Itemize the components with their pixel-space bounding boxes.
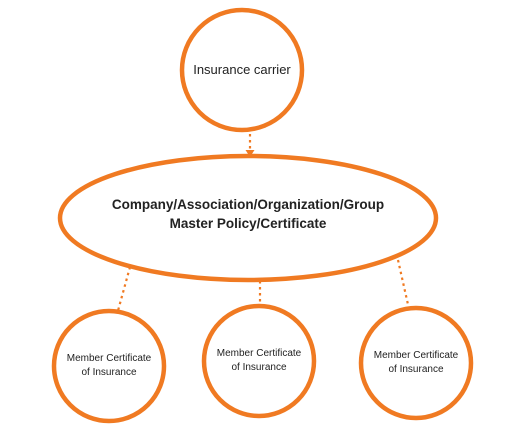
connector-master-to-leaf-1: [114, 266, 132, 319]
member-certificate-label-3: Member Certificate of Insurance: [366, 343, 466, 383]
master-policy-label: Company/Association/Organization/Group M…: [70, 190, 426, 240]
master-policy-line-2: Master Policy/Certificate: [169, 216, 327, 231]
member-certificate-node-1: [51, 308, 167, 424]
member-certificate-node-2: [201, 303, 317, 419]
insurance-carrier-text: Insurance carrier: [193, 61, 291, 77]
master-policy-node: [57, 153, 439, 283]
insurance-carrier-label: Insurance carrier: [182, 55, 302, 85]
member-certificate-3-line-2: of Insurance: [388, 364, 444, 375]
member-certificate-2-line-1: Member Certificate: [216, 347, 302, 359]
member-certificate-1-line-1: Member Certificate: [66, 352, 152, 364]
master-policy-line-1: Company/Association/Organization/Group: [111, 197, 385, 213]
member-certificate-label-2: Member Certificate of Insurance: [209, 341, 309, 381]
member-certificate-1-line-2: of Insurance: [81, 367, 137, 378]
member-certificate-label-1: Member Certificate of Insurance: [59, 346, 159, 386]
arrowhead-carrier-to-master: [245, 150, 255, 157]
member-certificate-node-3: [358, 305, 474, 421]
insurance-carrier-node: [179, 7, 305, 133]
member-certificate-2-line-2: of Insurance: [231, 362, 287, 373]
member-certificate-3-line-1: Member Certificate: [373, 349, 459, 361]
